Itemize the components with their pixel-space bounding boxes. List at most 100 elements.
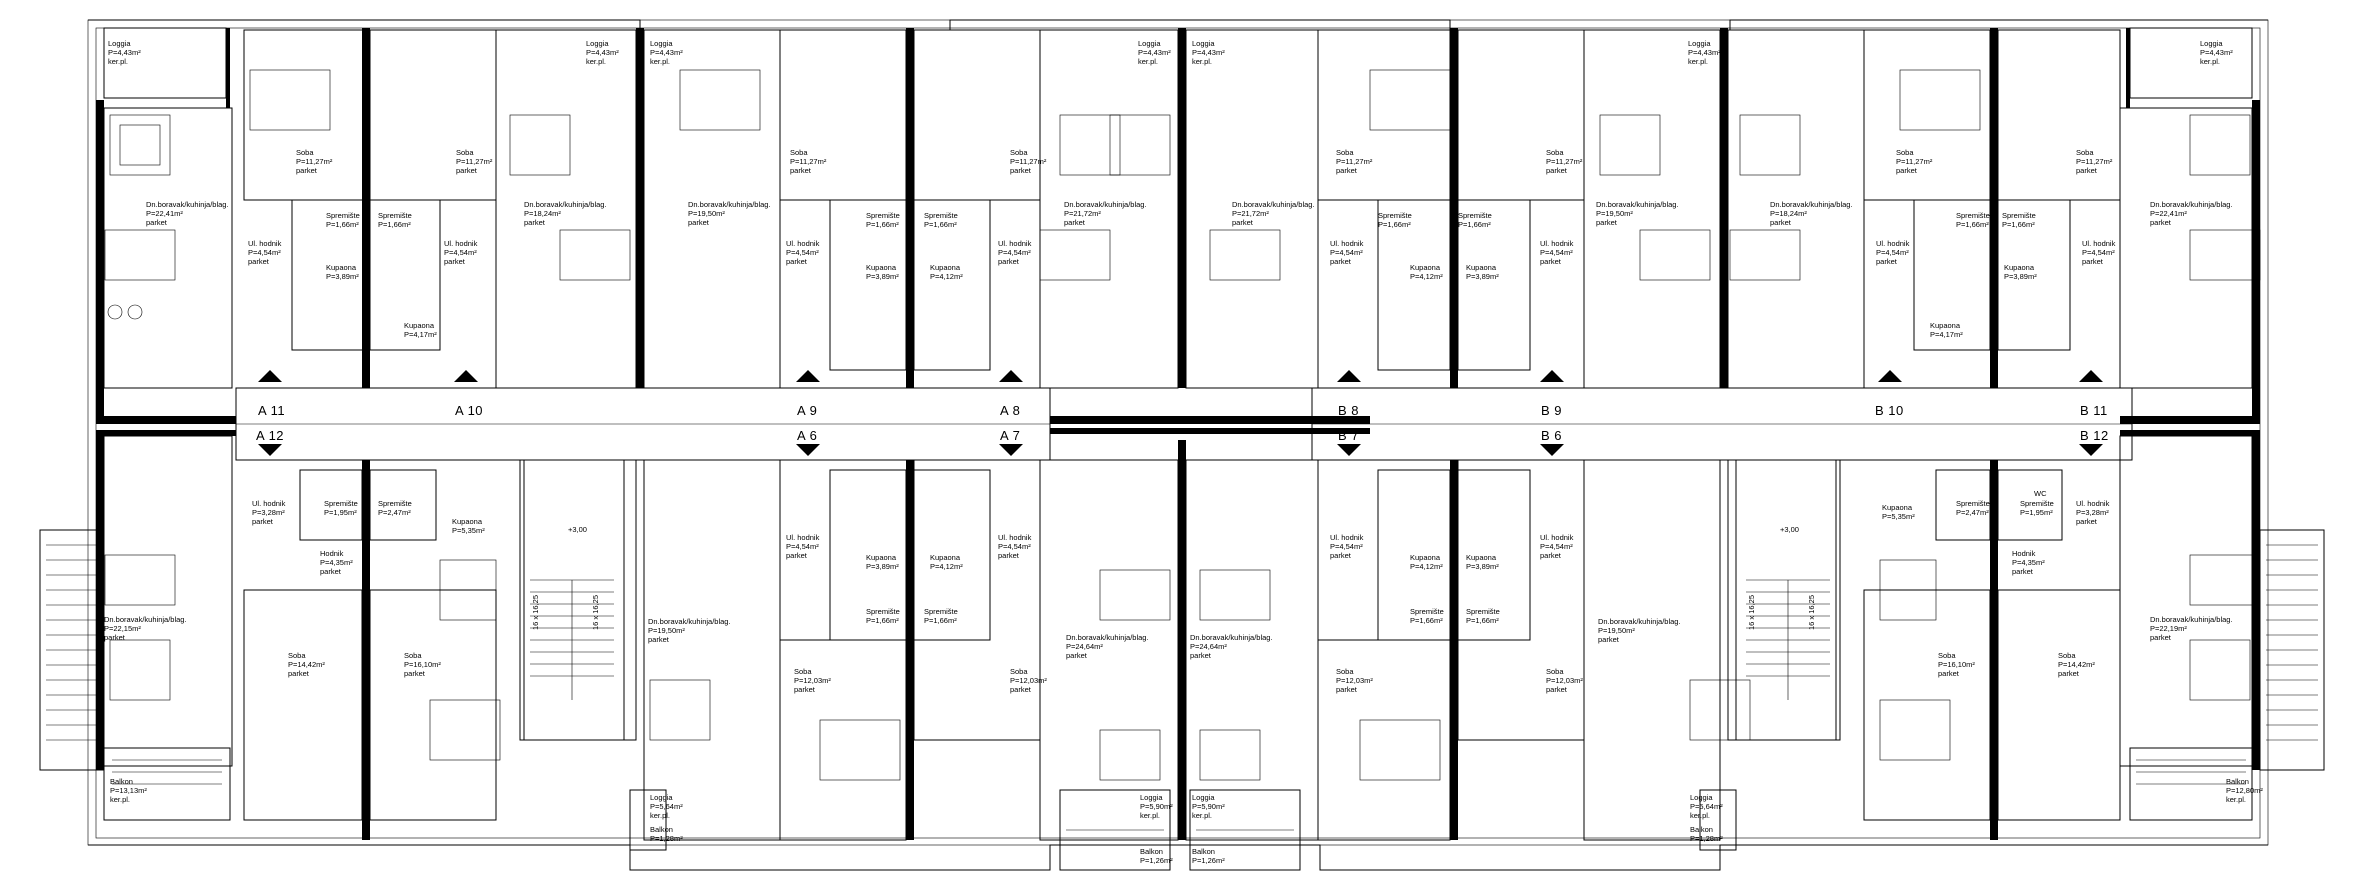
bathroom-area: P=5,35m² — [452, 526, 485, 535]
living-label: Dn.boravak/kuhinja/blag. — [1064, 200, 1147, 209]
loggia-area: P=4,43m² — [1138, 48, 1171, 57]
living-label: Dn.boravak/kuhinja/blag. — [2150, 200, 2233, 209]
storage-label: Spremište — [1956, 211, 1990, 220]
soba-area: P=14,42m² — [288, 660, 325, 669]
bathroom-area: P=3,89m² — [1466, 562, 1499, 571]
storage-label: Spremište — [2002, 211, 2036, 220]
living-area: P=19,50m² — [688, 209, 725, 218]
storage-label: Spremište — [866, 607, 900, 616]
loggia-area: P=4,43m² — [1192, 48, 1225, 57]
soba-floor: parket — [1010, 166, 1032, 175]
bathroom-area: P=3,89m² — [326, 272, 359, 281]
soba-floor: parket — [2058, 669, 2080, 678]
storage-area: P=1,66m² — [1378, 220, 1411, 229]
hall-area: P=4,54m² — [248, 248, 281, 257]
soba-label: Soba — [2076, 148, 2094, 157]
hall-floor: parket — [786, 257, 808, 266]
living-area: P=22,41m² — [2150, 209, 2187, 218]
hall-label: Ul. hodnik — [1876, 239, 1910, 248]
soba-area: P=12,03m² — [1336, 676, 1373, 685]
loggia-label: Loggia — [650, 793, 673, 802]
bathroom-area: P=4,12m² — [1410, 272, 1443, 281]
bathroom-label: Kupaona — [1466, 263, 1497, 272]
furniture — [104, 69, 2261, 781]
living-floor: parket — [1770, 218, 1792, 227]
hall-area: P=4,54m² — [444, 248, 477, 257]
living-floor: parket — [1232, 218, 1254, 227]
corridor-area: P=4,35m² — [2012, 558, 2045, 567]
balcony-area: P=1,28m² — [1690, 834, 1723, 843]
soba-area: P=16,10m² — [404, 660, 441, 669]
loggia-label: Loggia — [2200, 39, 2223, 48]
soba-floor: parket — [456, 166, 478, 175]
balcony-label: Balkon — [1192, 847, 1215, 856]
unit-a8: A 8 — [1000, 403, 1020, 418]
bathroom-label: Kupaona — [2004, 263, 2035, 272]
bathroom-area: P=3,89m² — [866, 562, 899, 571]
soba-area: P=14,42m² — [2058, 660, 2095, 669]
storage-area: P=1,66m² — [378, 220, 411, 229]
hall-area: P=4,54m² — [1540, 542, 1573, 551]
loggia-label: Loggia — [1138, 39, 1161, 48]
balcony-floor: ker.pl. — [2226, 795, 2246, 804]
bathroom-label: Kupaona — [1930, 321, 1961, 330]
hall-floor: parket — [252, 517, 274, 526]
storage-label: Spremište — [326, 211, 360, 220]
living-label: Dn.boravak/kuhinja/blag. — [2150, 615, 2233, 624]
living-area: P=21,72m² — [1064, 209, 1101, 218]
storage-area: P=2,47m² — [378, 508, 411, 517]
bathroom-area: P=4,12m² — [930, 562, 963, 571]
storage-label: Spremište — [2020, 499, 2054, 508]
soba-area: P=11,27m² — [1336, 157, 1373, 166]
living-floor: parket — [648, 635, 670, 644]
loggia-label: Loggia — [1690, 793, 1713, 802]
hall-floor: parket — [248, 257, 270, 266]
hall-floor: parket — [998, 551, 1020, 560]
storage-area: P=1,66m² — [866, 220, 899, 229]
bathroom-label: Kupaona — [1882, 503, 1913, 512]
living-area: P=24,64m² — [1190, 642, 1227, 651]
storage-area: P=1,95m² — [2020, 508, 2053, 517]
soba-label: Soba — [790, 148, 808, 157]
soba-label: Soba — [404, 651, 422, 660]
level-mark: +3,00 — [568, 525, 587, 534]
living-area: P=18,24m² — [1770, 209, 1807, 218]
corridor-area: P=4,35m² — [320, 558, 353, 567]
balcony-area: P=1,28m² — [650, 834, 683, 843]
bathroom-label: Kupaona — [1466, 553, 1497, 562]
living-area: P=22,41m² — [146, 209, 183, 218]
hall-label: Ul. hodnik — [998, 239, 1032, 248]
soba-floor: parket — [2076, 166, 2098, 175]
unit-a10: A 10 — [455, 403, 483, 418]
stair-dimension: 16 x 16,25 — [1807, 595, 1816, 630]
stair-dimension: 16 x 16,25 — [531, 595, 540, 630]
living-area: P=19,50m² — [1596, 209, 1633, 218]
balconies — [39, 27, 2325, 871]
bathroom-area: P=3,89m² — [2004, 272, 2037, 281]
soba-label: Soba — [296, 148, 314, 157]
unit-b9: B 9 — [1541, 403, 1562, 418]
living-floor: parket — [1596, 218, 1618, 227]
soba-label: Soba — [1336, 667, 1354, 676]
soba-label: Soba — [1336, 148, 1354, 157]
loggia-label: Loggia — [650, 39, 673, 48]
hall-area: P=4,54m² — [1540, 248, 1573, 257]
storage-area: P=2,47m² — [1956, 508, 1989, 517]
soba-area: P=11,27m² — [1010, 157, 1047, 166]
hall-floor: parket — [1876, 257, 1898, 266]
living-label: Dn.boravak/kuhinja/blag. — [688, 200, 771, 209]
loggia-floor: ker.pl. — [650, 57, 670, 66]
hall-label: Ul. hodnik — [998, 533, 1032, 542]
hall-area: P=4,54m² — [998, 542, 1031, 551]
soba-area: P=11,27m² — [1896, 157, 1933, 166]
loggia-floor: ker.pl. — [1192, 57, 1212, 66]
loggia-area: P=4,43m² — [650, 48, 683, 57]
living-area: P=22,15m² — [104, 624, 141, 633]
hall-area: P=4,54m² — [1876, 248, 1909, 257]
hall-label: Ul. hodnik — [786, 239, 820, 248]
bathroom-area: P=3,89m² — [1466, 272, 1499, 281]
unit-b10: B 10 — [1875, 403, 1904, 418]
living-label: Dn.boravak/kuhinja/blag. — [146, 200, 229, 209]
corridor — [235, 387, 2133, 461]
